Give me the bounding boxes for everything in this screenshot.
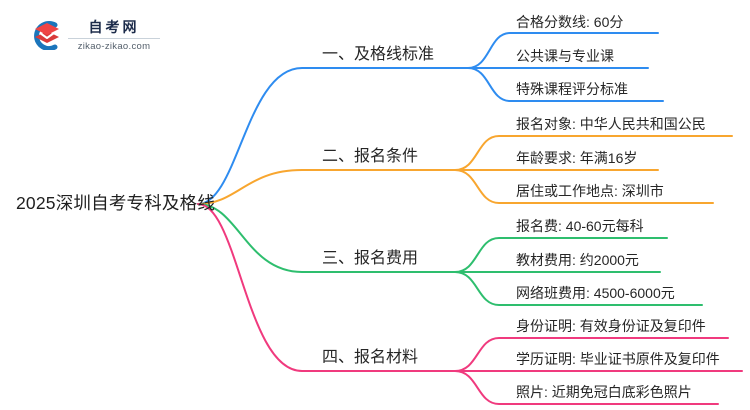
branch1-leaf3-curve bbox=[467, 67, 664, 102]
logo-text-block: 自考网 zikao-zikao.com bbox=[66, 18, 162, 52]
branch4-leaf-id-proof[interactable]: 身份证明: 有效身份证及复印件 bbox=[516, 318, 706, 334]
branch2-main-curve bbox=[197, 169, 659, 205]
site-url: zikao-zikao.com bbox=[77, 41, 151, 52]
branch3-leaf3-curve bbox=[454, 271, 703, 306]
logo-divider bbox=[68, 38, 160, 39]
branch3-leaf-textbook-fee[interactable]: 教材费用: 约2000元 bbox=[516, 252, 639, 268]
branch2-leaf-age-requirement[interactable]: 年龄要求: 年满16岁 bbox=[516, 150, 638, 166]
graduation-cap-icon bbox=[34, 21, 59, 50]
branch1-topic[interactable]: 一、及格线标准 bbox=[322, 46, 435, 63]
branch2-leaf1-curve bbox=[454, 135, 733, 171]
branch1-leaf-public-major-courses[interactable]: 公共课与专业课 bbox=[516, 48, 614, 64]
branch3-leaf1-curve bbox=[454, 237, 668, 273]
branch1-leaf-pass-score[interactable]: 合格分数线: 60分 bbox=[516, 14, 624, 30]
branch3-leaf-online-class-fee[interactable]: 网络班费用: 4500-6000元 bbox=[516, 285, 675, 301]
branch3-main-curve bbox=[197, 203, 661, 273]
branch3-topic[interactable]: 三、报名费用 bbox=[322, 250, 419, 267]
branch1-main-curve bbox=[197, 67, 649, 205]
branch1-leaf1-curve bbox=[467, 32, 659, 69]
branch2-leaf3-curve bbox=[454, 169, 714, 204]
branch4-leaf-photo[interactable]: 照片: 近期免冠白底彩色照片 bbox=[516, 384, 692, 400]
root-topic[interactable]: 2025深圳自考专科及格线 bbox=[16, 193, 216, 213]
branch1-leaf-special-course-standard[interactable]: 特殊课程评分标准 bbox=[516, 81, 628, 97]
branch4-leaf-education-proof[interactable]: 学历证明: 毕业证书原件及复印件 bbox=[516, 351, 720, 367]
site-name: 自考网 bbox=[88, 19, 140, 35]
branch2-leaf-eligible-applicants[interactable]: 报名对象: 中华人民共和国公民 bbox=[516, 116, 706, 132]
branch4-main-curve bbox=[197, 203, 743, 372]
branch2-leaf-location-requirement[interactable]: 居住或工作地点: 深圳市 bbox=[516, 183, 664, 199]
branch3-leaf-registration-fee[interactable]: 报名费: 40-60元每科 bbox=[516, 218, 644, 234]
branch4-topic[interactable]: 四、报名材料 bbox=[322, 349, 419, 366]
branch2-topic[interactable]: 二、报名条件 bbox=[322, 148, 419, 165]
branch4-leaf1-curve bbox=[454, 337, 729, 372]
branch4-leaf3-curve bbox=[454, 370, 719, 405]
site-logo[interactable]: 自考网 zikao-zikao.com bbox=[32, 18, 162, 58]
